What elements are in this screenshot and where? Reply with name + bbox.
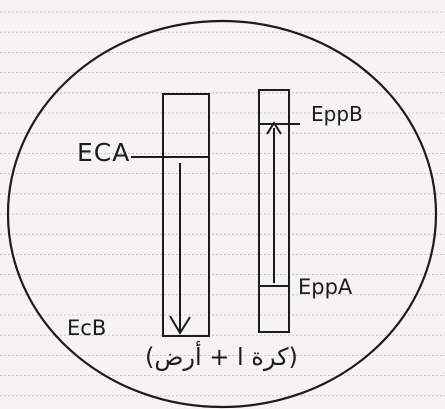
kinetic-energy-bar	[162, 93, 210, 337]
up-arrowhead	[266, 121, 282, 135]
ecb-label: EcB	[67, 316, 107, 340]
eppa-label: EppA	[298, 275, 353, 299]
system-circle	[6, 19, 438, 409]
system-caption: (كرة ا + أرض)	[145, 343, 298, 371]
eca-label: ECA	[77, 138, 131, 167]
eppb-label: EppB	[311, 102, 363, 126]
down-arrowhead	[169, 315, 191, 335]
potential-energy-bar	[258, 89, 290, 333]
